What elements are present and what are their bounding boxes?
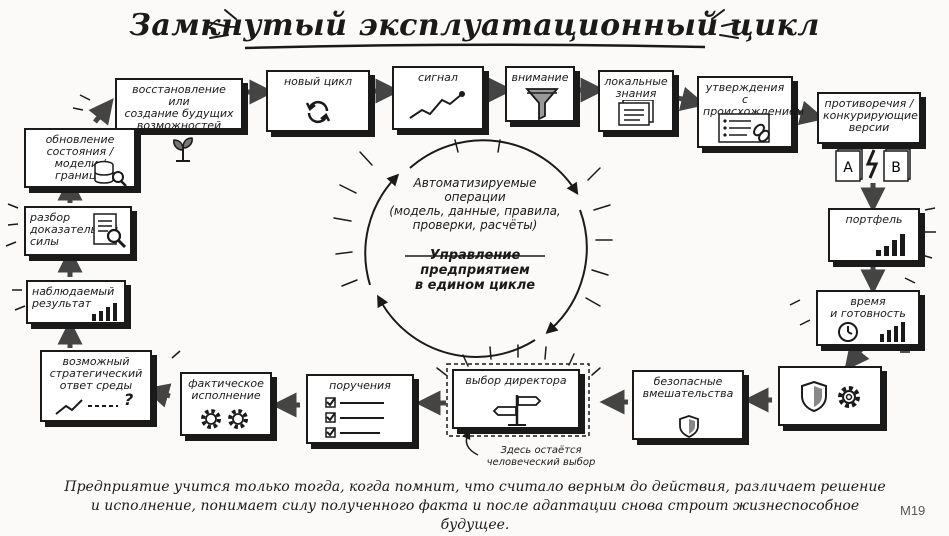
bar-chart-icon: [876, 234, 905, 256]
box-label: выбор директора: [465, 374, 567, 387]
box-label: поручения: [329, 379, 391, 392]
checklist-icon: [325, 397, 384, 438]
question-mark: ?: [124, 390, 134, 409]
box-label: время и готовность: [830, 295, 906, 320]
gears-icon: [201, 409, 248, 429]
box-label: портфель: [845, 213, 903, 226]
box-restore-capabilities: восстановление или создание будущих возм…: [115, 78, 243, 132]
box-observed-result: наблюдаемый результат: [26, 280, 126, 324]
document-search-icon: [93, 213, 127, 249]
box-label: возможный стратегический ответ среды: [49, 355, 143, 392]
box-contradictions: противоречия / конкурирующие версии: [817, 92, 921, 144]
box-assignments: поручения: [306, 374, 414, 444]
list-link-icon: [718, 113, 770, 143]
box-label: восстановление или создание будущих возм…: [124, 83, 234, 132]
box-safe-interventions: безопасные вмешательства: [632, 370, 744, 440]
signpost-icon: [492, 395, 542, 426]
gear-icon: [838, 386, 860, 408]
cycle-center: Автоматизируемые операции (модель, данны…: [380, 176, 570, 293]
box-time-readiness: время и готовность: [816, 290, 920, 346]
box-label: новый цикл: [283, 75, 353, 88]
box-label: сигнал: [418, 71, 458, 84]
box-label: фактическое исполнение: [188, 377, 264, 402]
caption-text: Предприятие учится только тогда, когда п…: [64, 479, 886, 533]
box-director-choice: выбор директора: [452, 369, 580, 429]
shield-icon: [801, 380, 827, 412]
box-state-update: обновление состояния / модели / границы: [24, 128, 136, 188]
box-new-cycle: новый цикл: [266, 70, 370, 132]
box-actual-execution: фактическое исполнение: [180, 372, 272, 436]
automated-operations-text: Автоматизируемые операции (модель, данны…: [389, 176, 561, 232]
funnel-icon: [525, 88, 559, 120]
box-evidence-analysis: разбор доказательной силы: [24, 206, 132, 256]
version-a-label: A: [843, 160, 853, 176]
stacked-documents-icon: [618, 100, 654, 126]
box-label: наблюдаемый результат: [32, 285, 115, 310]
trend-question-icon: [55, 399, 118, 415]
box-safety-controls: [778, 366, 882, 426]
box-local-knowledge: локальные знания: [598, 70, 674, 132]
bar-chart-icon: [880, 322, 905, 342]
page-title: Замкнутый эксплуатационный цикл: [129, 8, 820, 43]
refresh-icon: [305, 100, 331, 124]
box-label: противоречия / конкурирующие версии: [823, 97, 918, 134]
bar-chart-icon: [92, 303, 117, 321]
box-label: безопасные вмешательства: [642, 375, 734, 400]
clock-icon: [838, 322, 858, 342]
box-environment-response: возможный стратегический ответ среды ?: [40, 350, 152, 422]
box-label: разбор доказательной силы: [30, 211, 119, 248]
human-choice-note: Здесь остаётся человеческий выбор: [486, 445, 596, 468]
box-label: внимание: [511, 71, 569, 84]
box-label: локальные знания: [604, 75, 668, 100]
box-portfolio: портфель: [828, 208, 920, 262]
box-attention: внимание: [505, 66, 575, 122]
page-number: M19: [900, 503, 926, 518]
box-signal: сигнал: [392, 66, 484, 130]
database-search-icon: [94, 160, 127, 187]
box-claims-with-provenance: утверждения с происхождением: [697, 76, 804, 148]
version-b-label: B: [891, 160, 901, 176]
version-compare-icon: A B: [835, 148, 911, 182]
box-label: обновление состояния / модели / границы: [45, 133, 115, 182]
enterprise-management-text: Управление предприятием в едином цикле: [414, 248, 536, 293]
trend-line-icon: [409, 91, 465, 119]
sprout-icon: [173, 137, 193, 162]
shield-icon: [679, 415, 699, 438]
